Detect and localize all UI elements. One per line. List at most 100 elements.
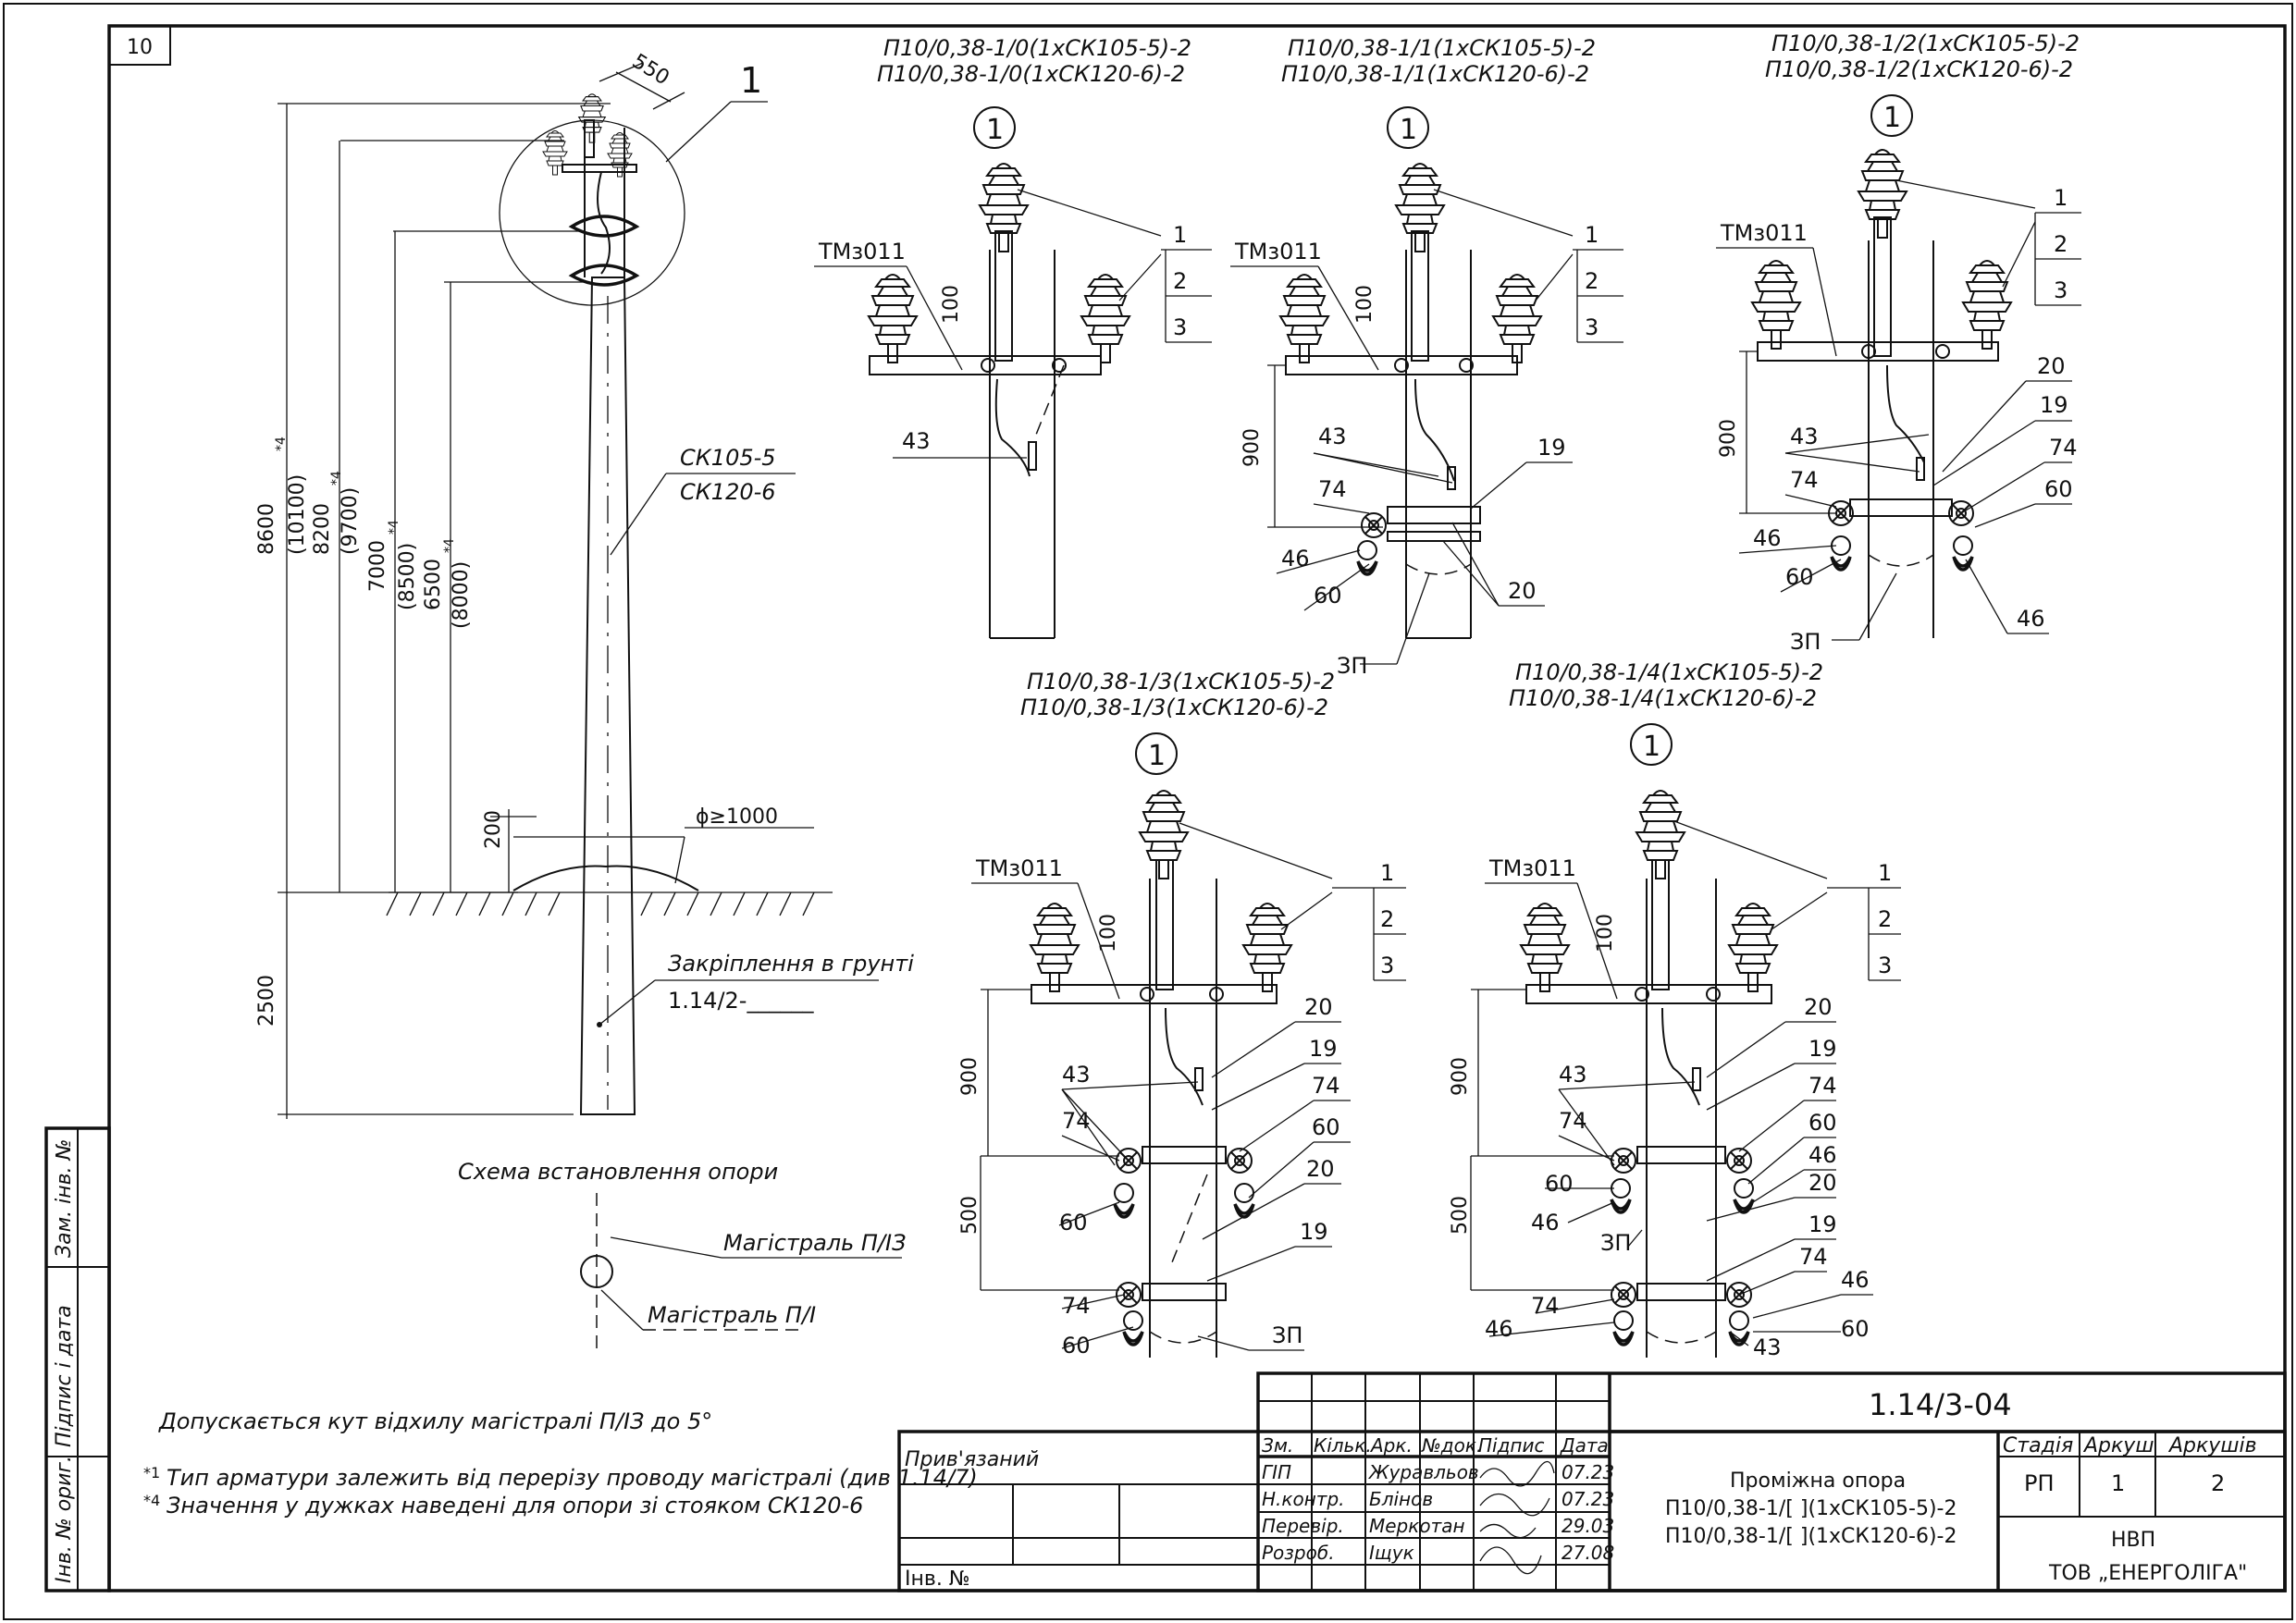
variant-2-label-60b: 60 [2044, 476, 2073, 502]
variant-4-label-74: 74 [1559, 1108, 1587, 1134]
signature-0 [1479, 1460, 1555, 1487]
variant-2-title-1: П10/0,38-1/2(1хСК105-5)-2 [1771, 31, 2080, 56]
main-callout: 1 [740, 60, 762, 101]
variant-4-label-46b: 46 [1808, 1142, 1837, 1168]
variant-4-label-60c: 60 [1841, 1316, 1870, 1342]
side-stamp-original-inv: Інв. № ориг. [53, 1456, 76, 1583]
variant-1-label-3: 3 [1585, 314, 1599, 340]
variant-0: П10/0,38-1/0(1хСК105-5)-2 П10/0,38-1/0(1… [814, 35, 1212, 639]
installation-scheme: Схема встановлення опори Магістраль П/ІЗ… [458, 1159, 907, 1350]
variant-4: П10/0,38-1/4(1хСК105-5)-2 П10/0,38-1/4(1… [1449, 659, 1901, 1360]
height-1-mark: *4 [274, 436, 289, 451]
variant-0-label-1: 1 [1173, 222, 1187, 248]
variant-4-label-74c: 74 [1799, 1244, 1828, 1270]
dim-2500: 2500 [255, 975, 278, 1027]
tb-code: 1.14/3-04 [1869, 1387, 2012, 1422]
tb-h-sign: Підпис [1478, 1434, 1545, 1457]
note-1-mark: *1 [143, 1464, 160, 1482]
height-4-mark: *4 [442, 538, 457, 553]
variant-4-callout: 1 [1643, 731, 1660, 763]
height-3-mark: *4 [387, 520, 401, 535]
variant-3-label-19b: 19 [1300, 1219, 1328, 1245]
tb-sheets-h: Аркушів [2167, 1434, 2257, 1457]
dim-200: 200 [482, 810, 505, 849]
tb-doc-title-2: П10/0,38-1/[ ](1хСК105-5)-2 [1665, 1497, 1957, 1520]
variant-4-label-43b: 43 [1753, 1334, 1782, 1360]
variant-1-label-19: 19 [1537, 435, 1566, 461]
tb-stage: РП [2024, 1470, 2055, 1496]
variant-1-label-2: 2 [1585, 268, 1599, 294]
tb-name-1: Блінов [1369, 1488, 1433, 1510]
tb-date-3: 27.08 [1562, 1542, 1614, 1564]
side-stamp-replaced-inv: Зам. інв. № [53, 1139, 76, 1259]
variant-3-dim-500: 500 [958, 1196, 981, 1235]
variant-3-label-74: 74 [1062, 1108, 1091, 1134]
variant-4-label-20b: 20 [1808, 1170, 1837, 1196]
tb-doc-title-3: П10/0,38-1/[ ](1хСК120-6)-2 [1665, 1525, 1957, 1548]
variant-4-title-1: П10/0,38-1/4(1хСК105-5)-2 [1515, 659, 1823, 685]
variant-0-title-2: П10/0,38-1/0(1хСК120-6)-2 [877, 61, 1185, 87]
height-1: 8600 [255, 503, 278, 555]
main-pole-view: 1 550 СК105-5 СК120-6 8600 (10100) *4 82… [255, 50, 914, 1119]
tb-role-2: Перевір. [1262, 1515, 1344, 1537]
variant-2-callout: 1 [1883, 102, 1901, 134]
variant-1-label-1: 1 [1585, 222, 1599, 248]
dim-550: 550 [628, 50, 673, 90]
tb-h-sheet: Арк. [1369, 1434, 1413, 1457]
notes: Допускається кут відхилу магістралі П/ІЗ… [143, 1408, 978, 1518]
tb-h-change: Зм. [1262, 1434, 1293, 1457]
variant-0-dim-100: 100 [940, 285, 963, 324]
variant-4-label-46c: 46 [1841, 1267, 1870, 1293]
variant-2-label-1: 1 [2054, 185, 2068, 211]
variant-3-label-20b: 20 [1306, 1156, 1335, 1182]
variant-2-title-2: П10/0,38-1/2(1хСК120-6)-2 [1765, 56, 2073, 82]
variant-3-label-60c: 60 [1062, 1333, 1091, 1359]
height-2-mark: *4 [329, 471, 344, 486]
height-2-alt: (9700) [339, 487, 362, 555]
side-stamp: Зам. інв. № Підпис і дата Інв. № ориг. [44, 1126, 111, 1592]
variant-4-label-20: 20 [1804, 994, 1833, 1020]
variant-3-title-2: П10/0,38-1/3(1хСК120-6)-2 [1020, 695, 1328, 720]
signature-3 [1479, 1546, 1542, 1575]
variant-2-dim-900: 900 [1717, 419, 1740, 458]
variant-3-dim-900: 900 [958, 1057, 981, 1096]
variant-1-label-43: 43 [1318, 424, 1347, 449]
variant-2-label-46: 46 [1753, 525, 1782, 551]
variant-2-label-60: 60 [1785, 564, 1814, 590]
variant-3-label-2: 2 [1380, 906, 1394, 932]
height-1-alt: (10100) [286, 474, 309, 555]
variant-2-label-zp: ЗП [1790, 629, 1821, 655]
variant-3-title-1: П10/0,38-1/3(1хСК105-5)-2 [1027, 669, 1335, 695]
variant-0-callout: 1 [986, 114, 1004, 146]
variant-4-dim-500: 500 [1449, 1196, 1472, 1235]
variant-3-tm-label: ТМз011 [975, 855, 1063, 881]
tb-sheet-h: Аркуш [2082, 1434, 2154, 1457]
note-2: Значення у дужках наведені для опори зі … [167, 1493, 863, 1518]
variant-4-tm-label: ТМз011 [1488, 855, 1576, 881]
variant-3-label-zp: ЗП [1272, 1322, 1302, 1348]
variant-4-label-46d: 46 [1485, 1316, 1513, 1342]
tb-date-0: 07.23 [1562, 1461, 1614, 1483]
variant-1-callout: 1 [1400, 114, 1417, 146]
tb-inv-no: Інв. № [905, 1568, 970, 1591]
note-1: Тип арматури залежить від перерізу прово… [167, 1465, 978, 1491]
variant-3-label-74c: 74 [1062, 1293, 1091, 1319]
variant-0-label-43: 43 [902, 428, 931, 454]
tb-org-1: НВП [2111, 1529, 2155, 1552]
variant-2-label-19: 19 [2040, 392, 2068, 418]
variant-4-label-zp: ЗП [1600, 1230, 1631, 1256]
variant-1-label-46: 46 [1281, 546, 1310, 572]
signature-2 [1479, 1523, 1537, 1539]
variant-1-title-2: П10/0,38-1/1(1хСК120-6)-2 [1281, 61, 1589, 87]
variant-2-label-74b: 74 [2049, 435, 2078, 461]
ground-fix-label: Закріплення в грунті [668, 951, 914, 977]
variant-2-label-2: 2 [2054, 231, 2068, 257]
title-block: Прив'язаний Інв. № Зм. Кільк. Арк. №док.… [897, 1371, 2287, 1592]
tb-name-2: Меркотан [1369, 1515, 1465, 1537]
variant-2-label-46b: 46 [2017, 606, 2045, 632]
variant-3-label-1: 1 [1380, 860, 1394, 886]
height-4: 6500 [422, 559, 445, 610]
variant-4-label-19: 19 [1808, 1036, 1837, 1062]
variant-4-label-1: 1 [1878, 860, 1892, 886]
